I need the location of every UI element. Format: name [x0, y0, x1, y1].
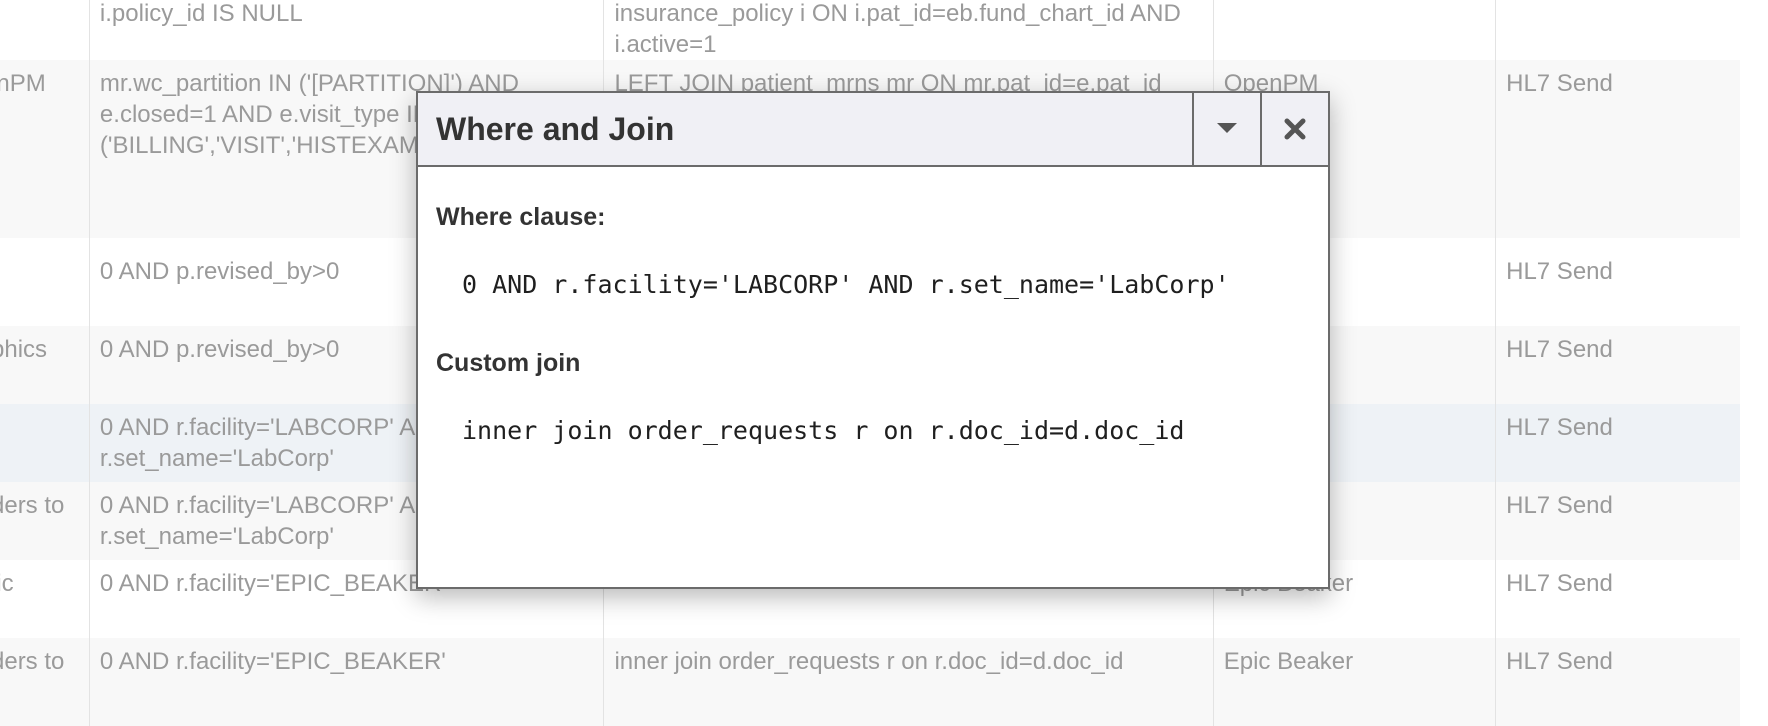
table-cell [1212, 0, 1496, 60]
dialog-header: Where and Join [418, 93, 1328, 167]
table-cell: rders to [0, 638, 90, 726]
table-cell: Epic Beaker [1212, 638, 1496, 726]
table-row[interactable]: rders to 0 AND r.facility='EPIC_BEAKER' … [0, 638, 1740, 726]
table-cell: insurance_policy i ON i.pat_id=eb.fund_c… [603, 0, 1214, 60]
dialog-body: Where clause: 0 AND r.facility='LABCORP'… [418, 167, 1328, 445]
table-cell: 0 AND r.facility='EPIC_BEAKER' [88, 638, 604, 726]
table-cell: HL7 Send [1495, 482, 1740, 560]
table-row[interactable]: pic 0 AND r.facility='EPIC_BEAKER' Epic … [0, 560, 1740, 638]
table-cell: HL7 Send [1495, 326, 1740, 404]
custom-join-value: inner join order_requests r on r.doc_id=… [462, 416, 1185, 445]
table-cell: rphics [0, 326, 90, 404]
table-cell: HL7 Send [1495, 560, 1740, 638]
table-cell: enPM [0, 60, 90, 238]
where-and-join-dialog: Where and Join Where clause: 0 AND r.fac… [416, 91, 1330, 589]
table-cell [0, 0, 90, 60]
close-icon [1284, 118, 1306, 140]
table-cell: inner join order_requests r on r.doc_id=… [603, 638, 1214, 726]
where-clause-value: 0 AND r.facility='LABCORP' AND r.set_nam… [462, 270, 1230, 299]
table-cell [0, 238, 90, 326]
table-cell: HL7 Send [1495, 638, 1740, 726]
dialog-title: Where and Join [436, 110, 675, 147]
dialog-close-button[interactable] [1260, 93, 1328, 165]
dialog-menu-button[interactable] [1192, 93, 1260, 165]
table-cell [1495, 0, 1740, 60]
table-cell [0, 404, 90, 482]
caret-down-icon [1217, 123, 1237, 133]
table-cell: i.policy_id IS NULL [88, 0, 604, 60]
table-cell: HL7 Send [1495, 404, 1740, 482]
table-cell: HL7 Send [1495, 238, 1740, 326]
custom-join-label: Custom join [436, 349, 581, 377]
table-cell: HL7 Send [1495, 60, 1740, 238]
table-cell: pic [0, 560, 90, 638]
table-row[interactable]: i.policy_id IS NULL insurance_policy i O… [0, 0, 1740, 60]
table-cell: rders to [0, 482, 90, 560]
where-clause-label: Where clause: [436, 203, 606, 231]
